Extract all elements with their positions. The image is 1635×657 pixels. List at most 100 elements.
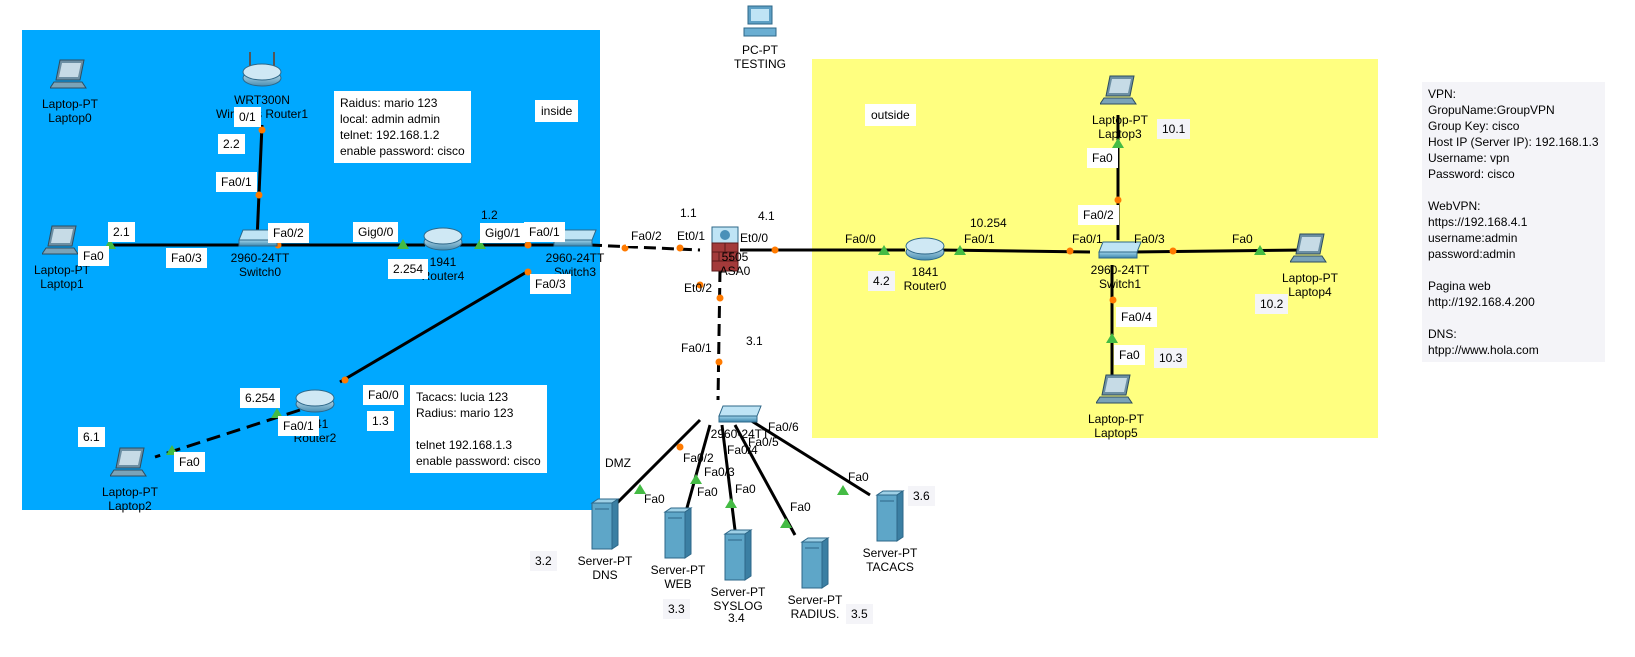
router0-device[interactable]: 1841 Router0 [890,236,960,293]
router2-device[interactable]: 1941 Router2 [280,388,350,445]
port-label: 0/1 [234,107,261,127]
device-name: RADIUS. [790,607,840,621]
laptop-icon [1289,233,1327,263]
link-sw3-r2 [339,268,531,384]
switch2-device[interactable]: 2960-24TT [690,404,790,441]
server-radius-device[interactable]: Server-PT RADIUS. [775,536,855,621]
link-point [524,268,532,276]
device-type: Laptop-PT [41,97,99,111]
port-label: Fa0/2 [626,226,667,246]
link-point [715,358,723,366]
port-label: Fa0/6 [768,420,799,434]
laptop-icon [49,59,87,89]
device-name: WEB [664,577,692,591]
laptop5-device[interactable]: Laptop-PT Laptop5 [1076,373,1156,440]
link-point [271,408,283,418]
router-icon [423,227,463,251]
server-syslog-device[interactable]: Server-PT SYSLOG [698,528,778,613]
port-label: Fa0 [1232,232,1253,246]
device-type: 2960-24TT [1090,263,1150,277]
port-label: Fa0/2 [268,223,309,243]
link-sw2-syslog [720,424,737,531]
vpn-info-note: VPN: GropuName:GroupVPN Group Key: cisco… [1422,82,1605,362]
laptop-icon [1095,374,1133,404]
port-label: Fa0/4 [727,443,758,457]
laptop3-device[interactable]: Laptop-PT Laptop3 [1080,74,1160,141]
link-point [258,126,266,134]
device-type: Laptop-PT [33,263,91,277]
server-icon [590,498,620,550]
link-wr1-sw0 [255,124,264,241]
port-label: Fa0/5 [748,435,779,449]
wireless-router-icon [242,52,282,87]
laptop0-device[interactable]: Laptop-PT Laptop0 [30,58,110,125]
laptop4-device[interactable]: Laptop-PT Laptop4 [1270,232,1350,299]
zone-label-outside: outside [865,104,916,126]
server-dns-device[interactable]: Server-PT DNS [565,497,645,582]
device-name: SYSLOG [713,599,763,613]
port-label: Fa0/1 [676,338,717,358]
port-label: Et0/1 [677,229,706,243]
ip-label: 4.1 [758,209,775,223]
router-icon [905,237,945,261]
device-type: Server-PT [787,593,843,607]
link-point [397,239,409,249]
laptop1-device[interactable]: Laptop-PT Laptop1 [22,224,102,291]
link-point [878,245,890,255]
link-point [634,484,646,494]
router4-device[interactable]: 1941 Router4 [408,226,478,283]
ip-label: 3.3 [663,599,690,619]
device-name: DNS [592,568,618,582]
switch-icon [718,405,762,423]
port-label: Fa0/0 [845,232,876,246]
device-type: 5505 [721,250,749,264]
ip-label: 1.1 [680,206,697,220]
ip-label: 6.254 [240,388,281,408]
port-label: Fa0/2 [683,451,714,465]
link-sw2-tacacs [749,418,871,497]
port-label: Fa0/1 [1072,232,1103,246]
link-point [696,281,704,289]
port-label: Fa0/1 [216,172,257,192]
server-web-device[interactable]: Server-PT WEB [638,506,718,591]
switch-icon [1098,241,1142,259]
link-sw2-web [683,424,712,516]
device-type: Server-PT [650,563,706,577]
ip-label: 2.254 [388,259,429,279]
device-type: Server-PT [710,585,766,599]
switch1-device[interactable]: 2960-24TT Switch1 [1075,240,1165,291]
port-label: Gig0/1 [480,223,526,243]
router2-config-note: Tacacs: lucia 123 Radius: mario 123 teln… [410,385,547,473]
ip-label: 10.1 [1157,119,1191,139]
device-name: Laptop5 [1094,426,1138,440]
link-point [1254,245,1266,255]
server-icon [723,529,753,581]
port-label: Fa0 [848,470,869,484]
wireless-router1-device[interactable]: WRT300N Wireless Router1 [202,50,322,121]
port-label: Fa0 [1114,345,1145,365]
port-label: Fa0 [735,482,756,496]
firewall-icon [711,226,739,272]
ip-label: 2.2 [218,134,245,154]
device-type: Server-PT [577,554,633,568]
link-point [341,376,349,384]
device-name: Laptop0 [48,111,92,125]
ip-label: 4.2 [868,271,895,291]
asa0-device[interactable]: 5505 ASA0 [695,225,755,278]
port-label: Et0/2 [684,281,713,295]
pc-testing-device[interactable]: PC-PT TESTING [720,4,800,71]
server-tacacs-device[interactable]: Server-PT TACACS [850,489,930,574]
link-sw2-dns [608,418,702,512]
device-name: Switch0 [238,265,282,279]
link-sw2-radius [733,424,797,536]
device-name: Router0 [903,279,947,293]
device-type: Laptop-PT [1281,271,1339,285]
link-point [1106,333,1118,343]
zone-label-inside: inside [535,100,579,122]
ip-label: 10.254 [970,216,1007,230]
port-label: Fa0 [790,500,811,514]
laptop2-device[interactable]: Laptop-PT Laptop2 [90,446,170,513]
link-point [954,245,966,255]
router-icon [295,389,335,413]
laptop-icon [41,225,79,255]
